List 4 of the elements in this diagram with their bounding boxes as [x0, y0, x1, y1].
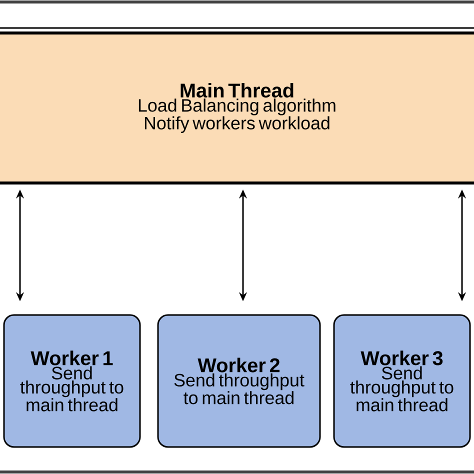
- worker-box: Worker 1 Send throughput to main thread: [3, 314, 141, 448]
- worker-box: Worker 3 Send throughput to main thread: [333, 314, 471, 448]
- worker-box: Worker 2 Send throughput to main thread: [157, 314, 321, 448]
- thread-box: Main Thread Load Balancing algorithm Notify workers workload: [0, 32, 474, 184]
